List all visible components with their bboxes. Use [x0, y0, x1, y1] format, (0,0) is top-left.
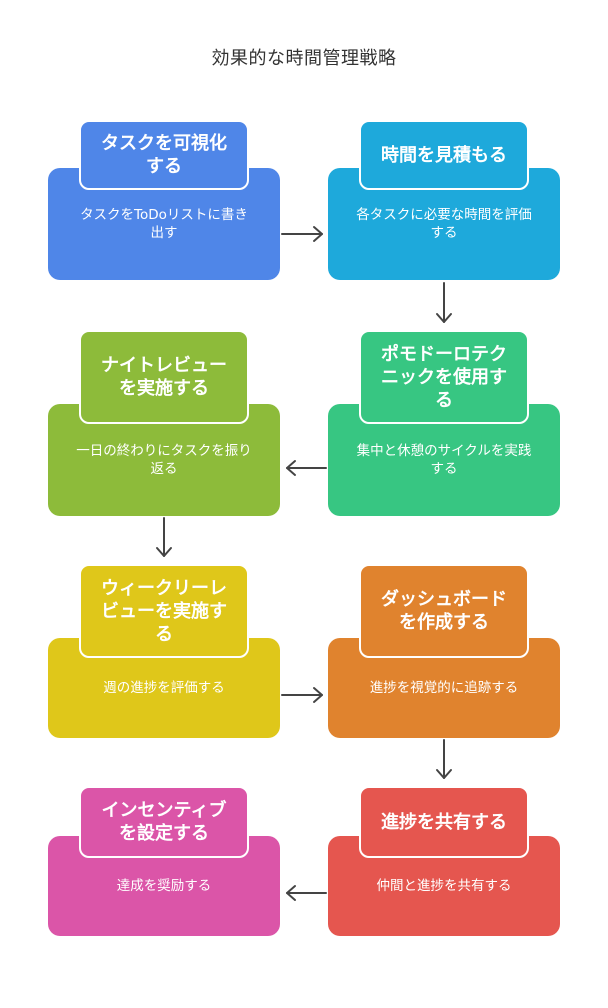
step-description: 進捗を視覚的に追跡する: [369, 680, 519, 696]
diagram-title: 効果的な時間管理戦略: [211, 48, 397, 69]
step-title: インセンティブを設定する: [101, 800, 227, 844]
step-description: 週の進捗を評価する: [103, 680, 225, 696]
arrow-left: [286, 460, 327, 476]
step-description: 集中と休憩のサイクルを実践する: [356, 443, 532, 477]
step-description: 各タスクに必要な時間を評価する: [356, 207, 532, 241]
arrow-down: [436, 282, 452, 323]
step-title: ポモドーロテクニックを使用する: [381, 343, 507, 411]
step-title: 進捗を共有する: [381, 811, 507, 833]
step-title: タスクを可視化する: [101, 133, 227, 177]
step-share-progress: 仲間と進捗を共有する 進捗を共有する: [328, 786, 560, 936]
arrow-left: [286, 885, 327, 901]
step-title-box: ダッシュボードを作成する: [359, 564, 529, 658]
step-description: 達成を奨励する: [116, 878, 212, 894]
step-description: 仲間と進捗を共有する: [376, 878, 512, 894]
step-description: タスクをToDoリストに書き出す: [80, 207, 248, 241]
step-title: ナイトレビューを実施する: [101, 355, 227, 399]
step-night-review: 一日の終わりにタスクを振り返る ナイトレビューを実施する: [48, 330, 280, 516]
arrow-down: [156, 517, 172, 557]
step-title: 時間を見積もる: [381, 144, 507, 166]
step-title-box: インセンティブを設定する: [79, 786, 249, 858]
step-description: 一日の終わりにタスクを振り返る: [76, 443, 252, 477]
step-title: ウィークリーレビューを実施する: [101, 577, 227, 645]
step-title-box: 進捗を共有する: [359, 786, 529, 858]
step-title: ダッシュボードを作成する: [381, 589, 507, 633]
step-title-box: 時間を見積もる: [359, 120, 529, 190]
step-create-dashboard: 進捗を視覚的に追跡する ダッシュボードを作成する: [328, 564, 560, 738]
step-title-box: ナイトレビューを実施する: [79, 330, 249, 424]
step-estimate-time: 各タスクに必要な時間を評価する 時間を見積もる: [328, 120, 560, 280]
arrow-down: [436, 739, 452, 779]
step-title-box: ウィークリーレビューを実施する: [79, 564, 249, 658]
step-set-incentives: 達成を奨励する インセンティブを設定する: [48, 786, 280, 936]
step-pomodoro: 集中と休憩のサイクルを実践する ポモドーロテクニックを使用する: [328, 330, 560, 516]
step-title-box: ポモドーロテクニックを使用する: [359, 330, 529, 424]
step-visualize-tasks: タスクをToDoリストに書き出す タスクを可視化する: [48, 120, 280, 280]
step-weekly-review: 週の進捗を評価する ウィークリーレビューを実施する: [48, 564, 280, 738]
step-title-box: タスクを可視化する: [79, 120, 249, 190]
arrow-right: [281, 226, 323, 242]
arrow-right: [281, 687, 323, 703]
